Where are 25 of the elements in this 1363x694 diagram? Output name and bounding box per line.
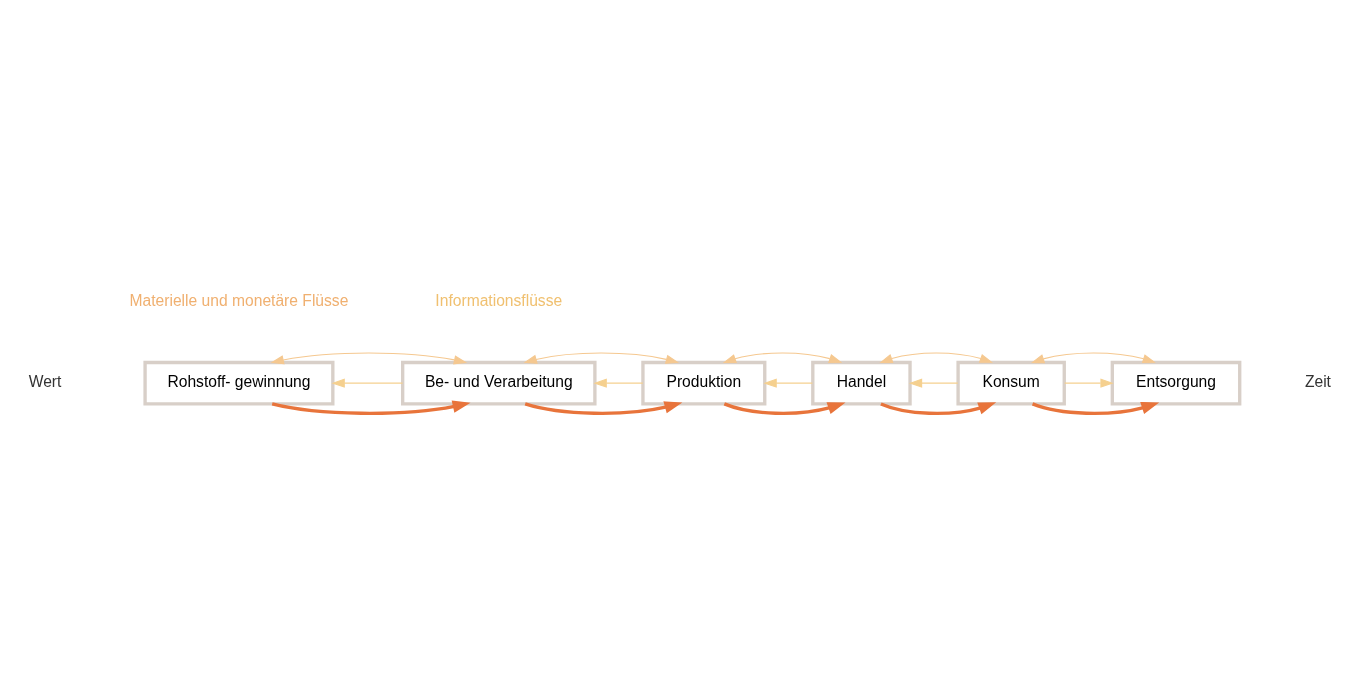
arrow [270,351,468,364]
label: Informationsflüsse [435,291,563,309]
node-box: Konsum [956,360,1066,405]
arrow [879,351,994,363]
arrow [271,400,471,415]
node-box: Entsorgung [1110,360,1242,405]
node-box: Produktion [641,360,767,405]
node-box: Be- und Verarbeitung [401,360,597,405]
arrow [1030,351,1156,363]
arrow [1032,401,1160,415]
label: Materielle und monetäre Flüsse [129,291,349,309]
arrow [908,377,959,388]
arrow [880,401,997,415]
arrow [763,377,813,388]
arrow [723,401,846,415]
label: Wert [28,372,62,390]
node-box: Rohstoff- gewinnung [143,360,335,405]
label: Zeit [1304,372,1331,390]
arrow [593,377,644,388]
arrow [1064,377,1114,388]
node-box: Handel [811,360,912,405]
arrow [331,377,404,388]
arrow [524,400,683,415]
arrow [722,351,843,363]
arrow [523,351,680,364]
